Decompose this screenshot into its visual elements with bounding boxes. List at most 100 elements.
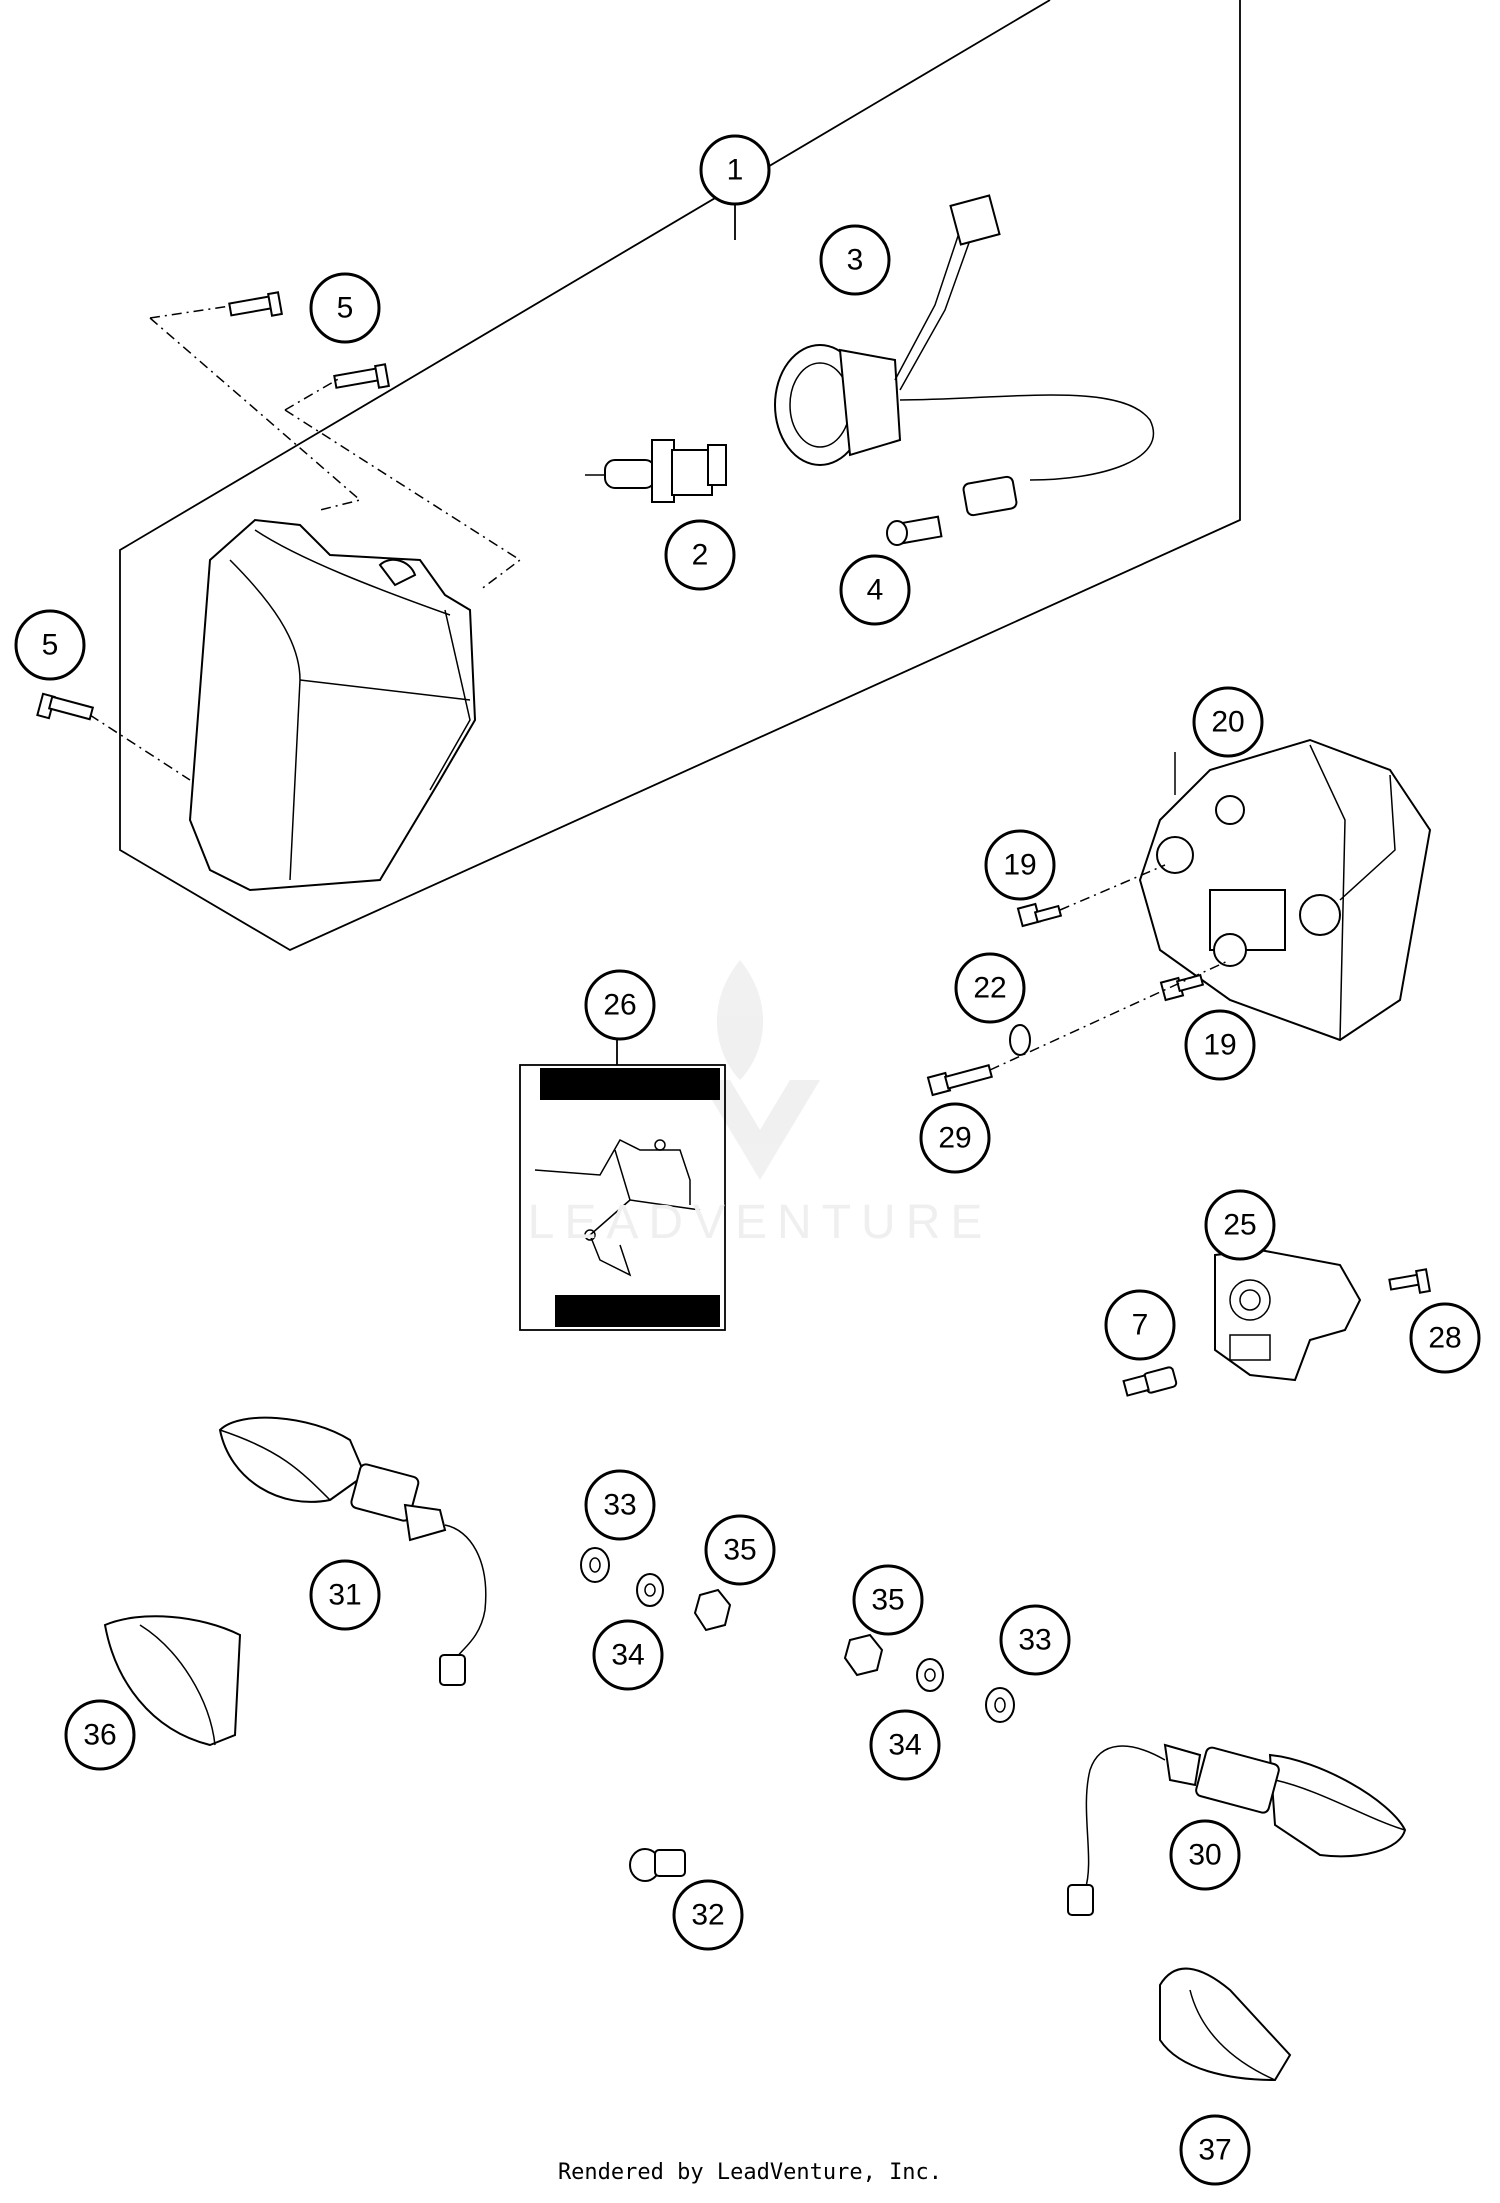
callout-circle	[819, 224, 891, 296]
callout-4: 4	[839, 554, 911, 626]
callout-circle	[699, 134, 771, 206]
callout-circle	[954, 952, 1026, 1024]
headlight-bulb	[585, 439, 727, 503]
bulb-32	[629, 1848, 686, 1882]
tail-light	[1138, 738, 1432, 1042]
callout-33: 33	[999, 1604, 1071, 1676]
callout-circle	[664, 519, 736, 591]
callout-31: 31	[309, 1559, 381, 1631]
callout-30: 30	[1169, 1819, 1241, 1891]
screw-5-top	[228, 291, 283, 317]
callout-number: 34	[611, 1639, 644, 1672]
callout-circle	[852, 1564, 924, 1636]
callout-number: 31	[328, 1579, 361, 1612]
callout-circle	[839, 554, 911, 626]
callout-number: 19	[1203, 1029, 1236, 1062]
callout-circle	[984, 829, 1056, 901]
callout-number: 22	[973, 972, 1006, 1005]
bulb-7	[1122, 1366, 1178, 1397]
headlight-housing	[188, 518, 477, 892]
lock-washer-34-left	[636, 1573, 664, 1607]
callout-number: 33	[1018, 1624, 1051, 1657]
screw-19-upper	[1016, 902, 1063, 928]
watermark-logo	[700, 960, 820, 1180]
callout-circle	[1409, 1302, 1481, 1374]
callout-35: 35	[852, 1564, 924, 1636]
callout-number: 36	[83, 1719, 116, 1752]
footer-credit: Rendered by LeadVenture, Inc.	[557, 2160, 943, 2185]
lens-left	[103, 1615, 242, 1747]
callout-28: 28	[1409, 1302, 1481, 1374]
callout-number: 4	[867, 574, 884, 607]
callout-circle	[1184, 1009, 1256, 1081]
callout-33: 33	[584, 1469, 656, 1541]
callout-number: 19	[1003, 849, 1036, 882]
watermark-text: LEADVENTURE	[527, 1196, 993, 1249]
callout-number: 34	[888, 1729, 921, 1762]
callout-circle	[309, 1559, 381, 1631]
callout-5: 5	[309, 272, 381, 344]
callout-number: 35	[871, 1584, 904, 1617]
callout-35: 35	[704, 1514, 776, 1586]
wiring-harness-box	[519, 1035, 726, 1331]
callout-29: 29	[919, 1102, 991, 1174]
callout-number: 28	[1428, 1322, 1461, 1355]
callout-number: 32	[691, 1899, 724, 1932]
nut-35-right	[843, 1633, 884, 1677]
callout-circle	[592, 1619, 664, 1691]
callout-number: 5	[337, 292, 354, 325]
callout-circle	[919, 1102, 991, 1174]
lens-right	[1159, 1967, 1292, 2082]
turn-signal-left	[218, 1416, 487, 1686]
nut-35-left	[693, 1588, 732, 1632]
callout-number: 26	[603, 989, 636, 1022]
callout-22: 22	[954, 952, 1026, 1024]
callout-circle	[584, 1469, 656, 1541]
callout-1: 1	[699, 134, 771, 206]
callout-circle	[64, 1699, 136, 1771]
callout-number: 35	[723, 1534, 756, 1567]
callout-25: 25	[1204, 1189, 1276, 1261]
callout-circle	[869, 1709, 941, 1781]
callout-circle	[1179, 2114, 1251, 2186]
callout-number: 5	[42, 629, 59, 662]
callout-7: 7	[1104, 1289, 1176, 1361]
screw-19-lower	[1159, 973, 1205, 1002]
callout-number: 29	[938, 1122, 971, 1155]
bolt-29	[926, 1064, 993, 1097]
callout-34: 34	[592, 1619, 664, 1691]
parking-bulb	[886, 475, 1018, 546]
callout-circle	[1204, 1189, 1276, 1261]
callout-circle	[14, 609, 86, 681]
license-light	[1214, 1248, 1362, 1382]
callout-26: 26	[584, 969, 656, 1041]
callout-circle	[1192, 686, 1264, 758]
washer-33-left	[580, 1547, 610, 1583]
callout-circle	[999, 1604, 1071, 1676]
callout-2: 2	[664, 519, 736, 591]
callout-circle	[584, 969, 656, 1041]
callout-circle	[1104, 1289, 1176, 1361]
screw-5-left	[36, 692, 95, 721]
lock-washer-34-right	[916, 1658, 944, 1692]
callout-20: 20	[1192, 686, 1264, 758]
bulb-socket	[774, 194, 1155, 481]
callout-34: 34	[869, 1709, 941, 1781]
callout-number: 20	[1211, 706, 1244, 739]
callout-circle	[1169, 1819, 1241, 1891]
turn-signal-right	[1067, 1743, 1407, 1916]
callout-circle	[672, 1879, 744, 1951]
callout-number: 37	[1198, 2134, 1231, 2167]
screw-5-middle	[333, 363, 390, 389]
callout-number: 2	[692, 539, 709, 572]
callout-circle	[704, 1514, 776, 1586]
washer-22	[1009, 1024, 1031, 1056]
callout-32: 32	[672, 1879, 744, 1951]
callout-circle	[309, 272, 381, 344]
callout-36: 36	[64, 1699, 136, 1771]
callout-number: 33	[603, 1489, 636, 1522]
screw-28	[1388, 1268, 1431, 1294]
callout-3: 3	[819, 224, 891, 296]
